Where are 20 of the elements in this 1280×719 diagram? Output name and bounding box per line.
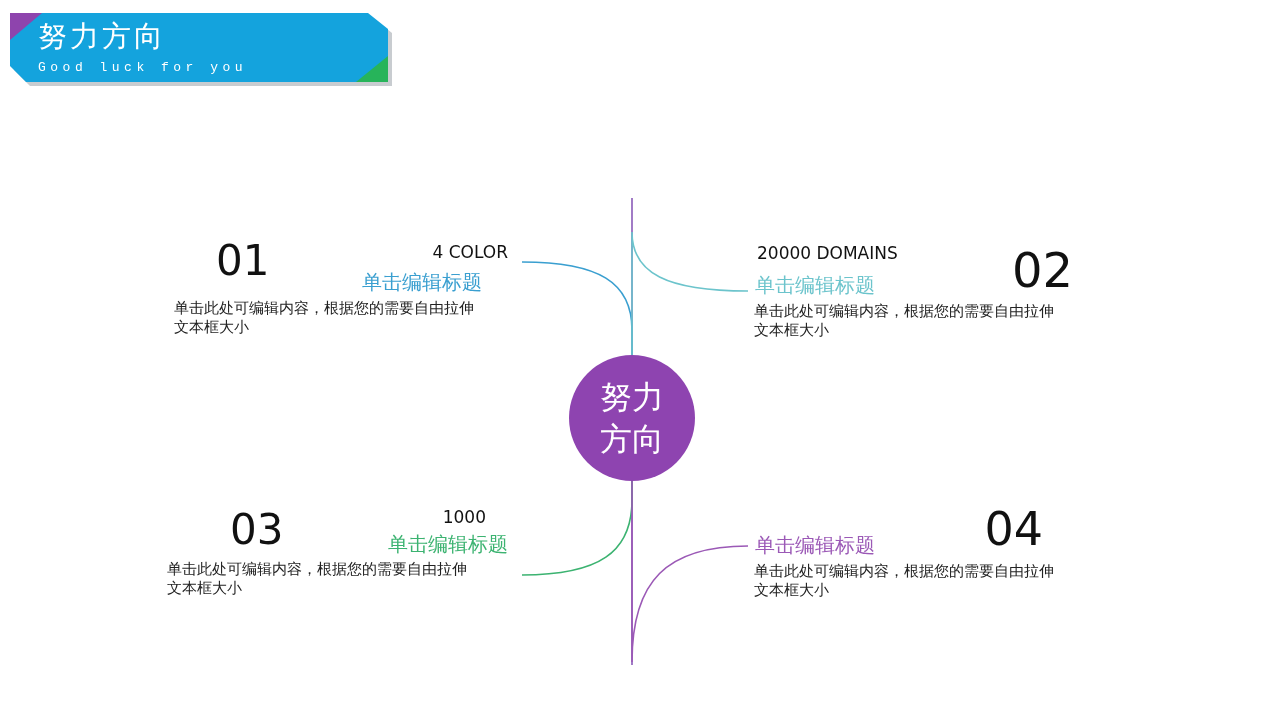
connector-curve — [631, 231, 749, 356]
heading: 单击编辑标题 — [755, 532, 875, 559]
number-label: 03 — [230, 505, 284, 554]
banner-subtitle: Good luck for you — [38, 60, 248, 75]
number-label: 02 — [1011, 242, 1073, 298]
subheading: 20000 DOMAINS — [757, 243, 898, 263]
body-text: 单击此处可编辑内容，根据您的需要自由拉伸文本框大小 — [167, 560, 467, 598]
connector-curve — [631, 480, 749, 663]
heading: 单击编辑标题 — [755, 272, 875, 299]
center-circle: 努力方向 — [569, 355, 695, 481]
number-label: 04 — [984, 502, 1043, 556]
body-text: 单击此处可编辑内容，根据您的需要自由拉伸文本框大小 — [174, 299, 474, 337]
body-text: 单击此处可编辑内容，根据您的需要自由拉伸文本框大小 — [754, 302, 1054, 340]
subheading: 1000 — [442, 507, 486, 527]
heading: 单击编辑标题 — [362, 269, 482, 296]
subheading: 4 COLOR — [432, 242, 508, 262]
body-text: 单击此处可编辑内容，根据您的需要自由拉伸文本框大小 — [754, 562, 1054, 600]
number-label: 01 — [216, 236, 270, 285]
banner-title: 努力方向 — [38, 18, 166, 55]
heading: 单击编辑标题 — [388, 531, 508, 558]
